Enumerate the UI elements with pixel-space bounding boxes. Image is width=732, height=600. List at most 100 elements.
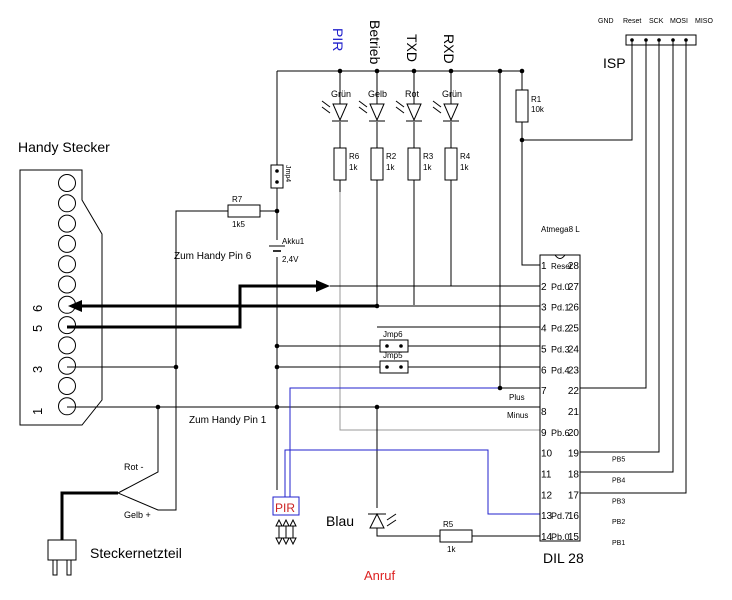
pin-label-3: 3 [30,366,45,373]
svg-text:Pb.6: Pb.6 [551,428,570,438]
signal-betrieb: Betrieb [367,20,383,65]
svg-text:Pd.1: Pd.1 [551,303,570,313]
mcu-pin-left: 10 [541,449,553,460]
connector-title: Handy Stecker [18,139,110,155]
svg-text:19: 19 [568,449,580,460]
connector-pin [58,275,76,294]
connector-pin [58,397,76,416]
mcu-minus: Minus [507,411,528,420]
mcu-pin-right: 20 [568,428,580,439]
junction [519,68,525,74]
connector-pin [58,234,76,253]
junction [448,68,454,74]
junction-dots [155,68,525,410]
connector-outline [19,169,103,426]
svg-text:Akku1: Akku1 [282,237,305,246]
junction [337,68,343,74]
junction [374,68,380,74]
note-psu: Steckernetzteil [90,545,182,561]
svg-text:12: 12 [541,490,553,501]
svg-text:Pd.3: Pd.3 [551,344,570,354]
junction [274,364,280,370]
svg-text:9: 9 [541,428,547,439]
svg-text:R6: R6 [349,152,360,161]
led-blau: Blau [326,512,397,529]
mcu-pin-right: 25 [568,324,580,335]
svg-text:5: 5 [541,344,547,355]
isp-pin-reset: Reset [623,18,641,25]
led-4: Grün [432,89,462,122]
battery-akku1: Akku1 2,4V [269,237,305,264]
signal-rxd: RXD [441,34,457,64]
note-handy-pin1: Zum Handy Pin 1 [189,415,267,426]
svg-text:R7: R7 [232,195,243,204]
mcu-pin-right: 24 [568,344,580,355]
svg-text:Pd.0: Pd.0 [551,282,570,292]
svg-text:16: 16 [568,511,580,522]
mcu-plus: Plus [509,393,525,402]
svg-text:PB1: PB1 [612,540,625,547]
resistor-r7: R7 1k5 [227,195,261,229]
svg-text:25: 25 [568,324,580,335]
svg-text:1k: 1k [349,163,358,172]
junction [374,404,380,410]
junction [411,68,417,74]
svg-text:17: 17 [568,490,580,501]
svg-text:23: 23 [568,365,580,376]
led-color-label: Grün [331,89,351,99]
svg-text:4: 4 [541,324,547,335]
note-handy-pin6: Zum Handy Pin 6 [174,251,252,262]
svg-text:1k: 1k [423,163,432,172]
note-wire-red: Rot - [124,462,144,472]
connector-pin [58,214,76,233]
svg-text:Jmp4: Jmp4 [284,165,291,182]
resistor-r3 [407,147,421,181]
junction [274,343,280,349]
connector-pin [58,316,76,335]
svg-text:R1: R1 [531,95,542,104]
note-wire-yellow: Gelb + [124,510,151,520]
pin-label-1: 1 [30,408,45,415]
junction [274,208,280,214]
led-2: Gelb [358,89,387,122]
svg-text:3: 3 [541,303,547,314]
svg-text:10k: 10k [531,105,545,114]
svg-text:Jmp6: Jmp6 [383,330,403,339]
handy-data-wires [67,280,377,329]
mcu-pin-left: 8 [541,407,547,418]
jumper-jmp4: Jmp4 [270,164,291,189]
svg-text:13: 13 [541,511,553,522]
junction [155,404,161,410]
svg-text:R2: R2 [386,152,397,161]
mcu-pin-left: 9 Pb.6 [541,428,570,439]
notes: Zum Handy Pin 6 Zum Handy Pin 1 Rot - Ge… [90,251,395,583]
svg-text:PB4: PB4 [612,478,625,485]
pin-label-6: 6 [30,305,45,312]
resistor-r1: R1 10k [515,89,545,123]
junction [374,303,380,309]
svg-text:11: 11 [541,470,552,481]
svg-text:Pd.2: Pd.2 [551,324,570,334]
svg-text:R5: R5 [443,520,454,529]
svg-text:1k: 1k [460,163,469,172]
connector-pin [58,377,76,395]
mcu-pin-right: 26 [568,303,580,314]
mcu-pin-left: 4 Pd.2 [541,324,570,335]
wires [60,40,687,540]
resistor-r2 [370,147,384,181]
mcu-pin-right: 22 [568,386,580,397]
svg-text:8: 8 [541,407,547,418]
svg-text:R4: R4 [460,152,471,161]
svg-text:20: 20 [568,428,580,439]
mcu-pin-left: 12 [541,490,553,501]
